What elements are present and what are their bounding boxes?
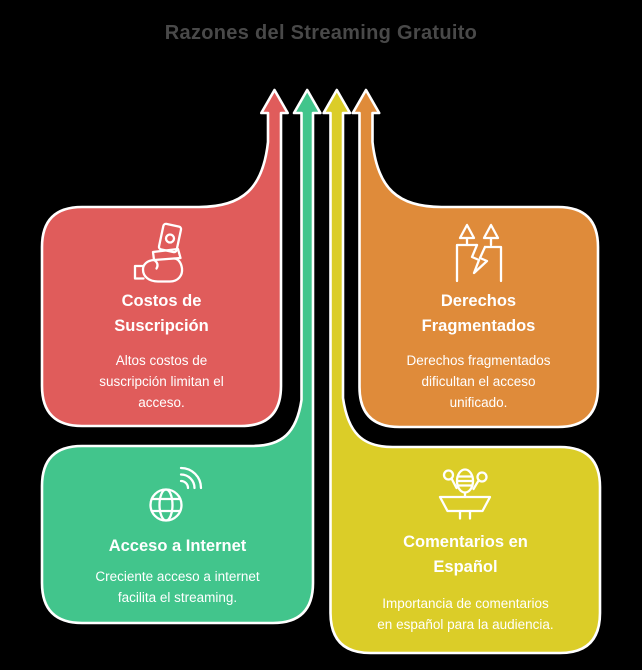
card-arrow-costos xyxy=(40,88,289,428)
card-description-derechos: Derechos fragmentados dificultan el acce… xyxy=(406,353,551,410)
card-description-espanol: Importancia de comentarios en español pa… xyxy=(377,596,554,632)
card-title-internet: Acceso a Internet xyxy=(108,537,247,555)
card-description-costos: Altos costos de suscripción limitan el a… xyxy=(99,353,224,410)
card-description-internet: Creciente acceso a internet facilita el … xyxy=(95,569,260,605)
fragmented-rights-icon xyxy=(455,223,503,283)
podium-mics-icon xyxy=(438,468,492,520)
page-title: Razones del Streaming Gratuito xyxy=(164,22,478,44)
money-in-hand-icon xyxy=(133,222,184,283)
card-title-costos: Costos de Suscripción xyxy=(114,292,209,335)
card-icons xyxy=(133,222,503,522)
globe-wifi-icon xyxy=(149,466,203,522)
card-arrow-espanol xyxy=(322,88,602,655)
card-arrow-internet xyxy=(40,88,322,625)
card-title-derechos: Derechos Fragmentados xyxy=(421,292,536,335)
card-title-espanol: Comentarios en Español xyxy=(403,533,528,576)
